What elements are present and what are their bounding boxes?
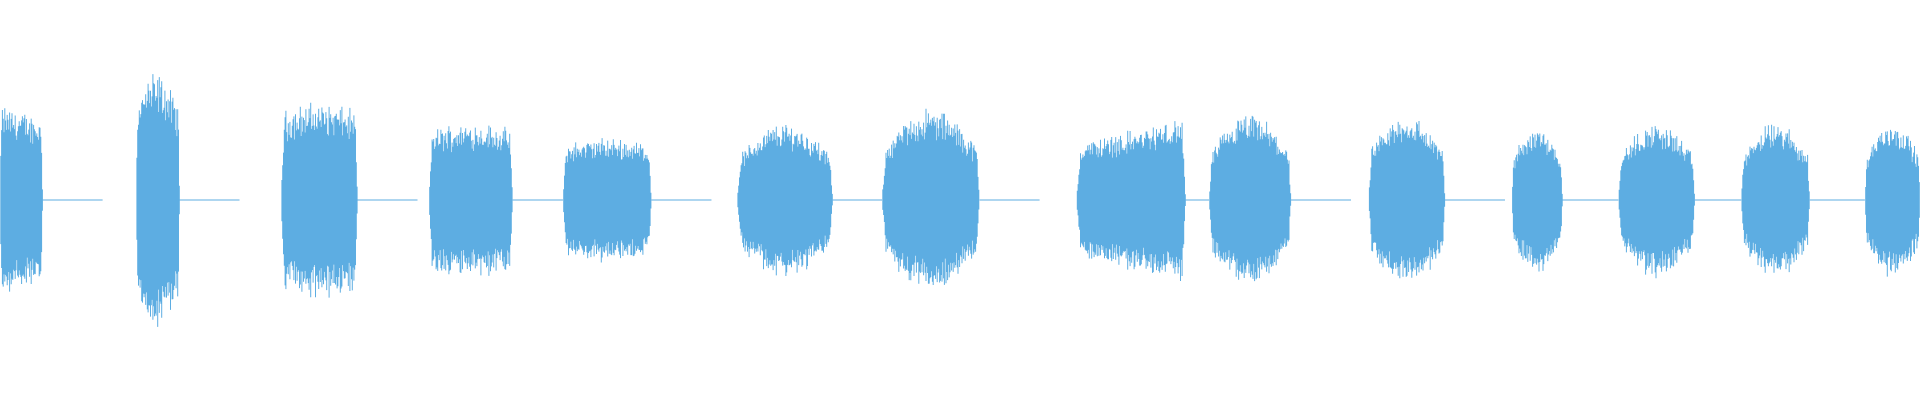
waveform-segment-3 (281, 102, 358, 298)
waveform-segment-1 (0, 108, 43, 292)
waveform-segment-4 (429, 125, 513, 276)
waveform-segment-13 (1741, 124, 1810, 273)
waveform-segment-5 (563, 138, 652, 263)
waveform-segments (0, 74, 1920, 327)
waveform-segment-7 (882, 108, 980, 285)
waveform-segment-8 (1076, 121, 1186, 281)
waveform-segment-14 (1865, 129, 1920, 277)
waveform-segment-2 (136, 74, 180, 327)
waveform-segment-9 (1209, 115, 1292, 282)
waveform-segment-11 (1512, 133, 1563, 272)
waveform-segment-6 (737, 125, 833, 276)
waveform-segment-10 (1368, 121, 1446, 279)
waveform-segment-12 (1618, 126, 1695, 279)
